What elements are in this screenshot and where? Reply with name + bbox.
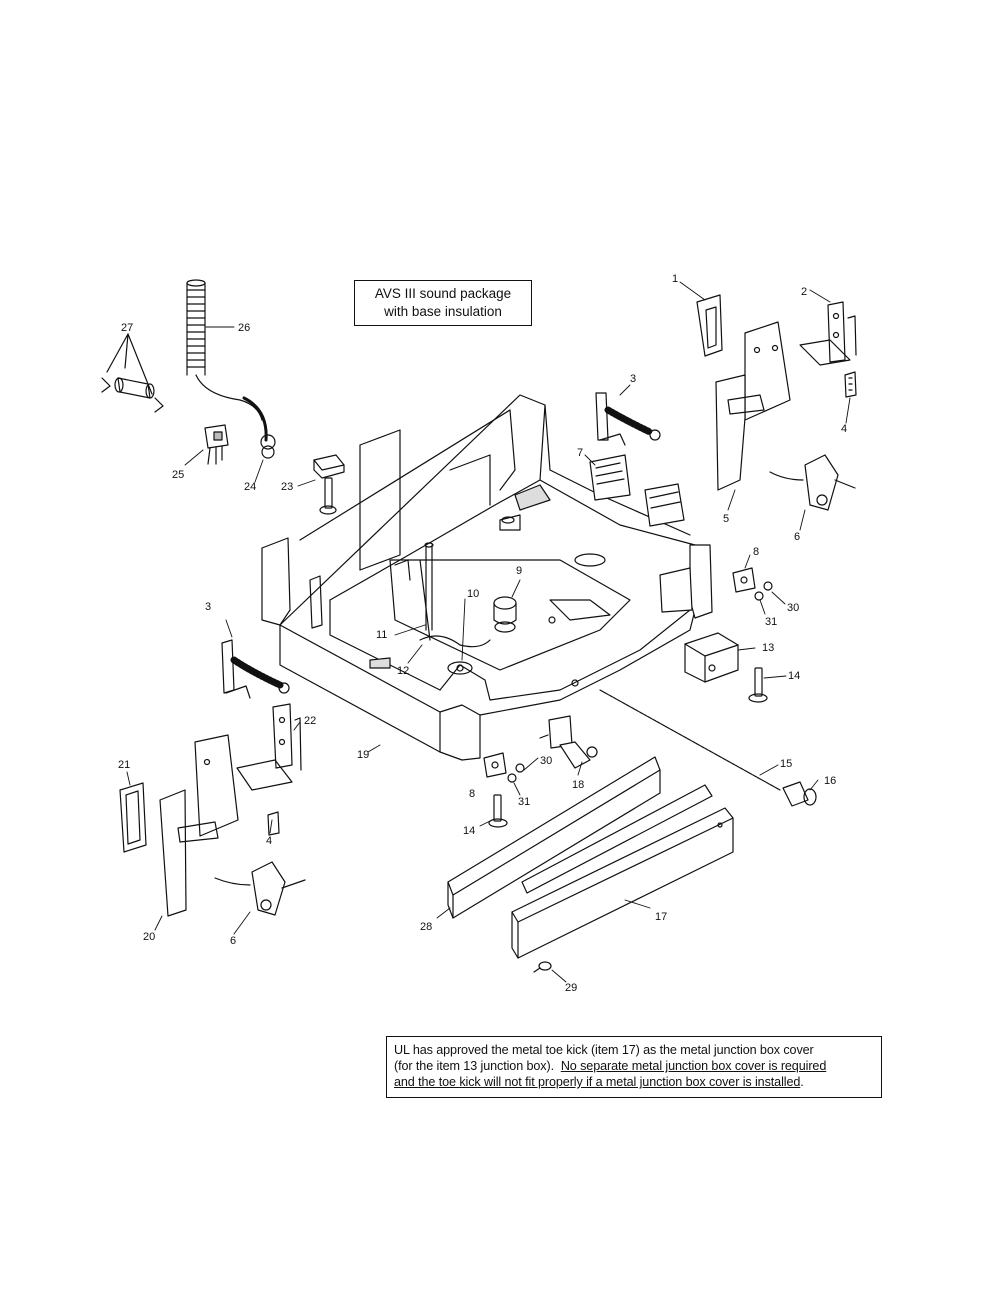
ul-note-line-3-period: . — [800, 1075, 804, 1089]
leader-lines — [126, 281, 851, 983]
bracket-21 — [119, 782, 147, 853]
hinge-arm-22 — [236, 703, 302, 791]
label-10: 10 — [467, 588, 479, 600]
ul-note-line-1: UL has approved the metal toe kick (item… — [394, 1043, 814, 1057]
label-18: 18 — [572, 779, 584, 791]
avs-sound-package-note: AVS III sound package with base insulati… — [354, 280, 532, 326]
ul-approval-note: UL has approved the metal toe kick (item… — [386, 1036, 882, 1098]
hose-clamps — [101, 333, 164, 413]
label-14-left: 14 — [463, 825, 475, 837]
junction-box-13 — [684, 632, 739, 683]
terminal-block-7 — [589, 454, 685, 527]
label-20: 20 — [143, 931, 155, 943]
label-16: 16 — [824, 775, 836, 787]
label-2: 2 — [801, 286, 807, 298]
spring-upper — [595, 392, 661, 446]
label-23: 23 — [281, 481, 293, 493]
label-9: 9 — [516, 565, 522, 577]
label-6-right: 6 — [794, 531, 800, 543]
ul-note-line-2-plain: (for the item 13 junction box). — [394, 1059, 554, 1073]
hinge-arm-2 — [799, 301, 857, 366]
label-5: 5 — [723, 513, 729, 525]
leveling-leg-right — [748, 667, 768, 703]
bracket-8-right — [732, 567, 773, 601]
label-27: 27 — [121, 322, 133, 334]
label-1: 1 — [672, 273, 678, 285]
bracket-23 — [313, 454, 345, 515]
ul-note-line-2-underlined: No separate metal junction box cover is … — [560, 1059, 827, 1073]
avs-note-line-2: with base insulation — [384, 304, 502, 319]
clip-25 — [204, 424, 229, 465]
part-number-labels: 1 2 3 4 5 6 7 8 9 10 11 12 13 14 15 16 1… — [118, 273, 847, 994]
label-4-right: 4 — [841, 423, 847, 435]
label-21: 21 — [118, 759, 130, 771]
label-6-left: 6 — [230, 935, 236, 947]
ul-note-line-2: (for the item 13 junction box). No separ… — [394, 1058, 881, 1074]
drain-hose — [186, 279, 276, 450]
hinge-plate-20 — [159, 734, 239, 917]
label-12: 12 — [397, 665, 409, 677]
label-4-left: 4 — [266, 835, 272, 847]
door-hinge-6-left — [214, 861, 306, 916]
bracket-1 — [696, 294, 723, 357]
label-13: 13 — [762, 642, 774, 654]
spring-lower — [221, 639, 290, 699]
label-28: 28 — [420, 921, 432, 933]
label-14-right: 14 — [788, 670, 800, 682]
fitting-16 — [782, 781, 817, 807]
label-22: 22 — [304, 715, 316, 727]
label-8-left: 8 — [469, 788, 475, 800]
toe-kick-28 — [447, 756, 661, 919]
ul-note-line-3: and the toe kick will not fit properly i… — [394, 1074, 881, 1090]
label-3-lower: 3 — [205, 601, 211, 613]
label-31-left: 31 — [518, 796, 530, 808]
base-tub — [261, 394, 713, 761]
toe-kick-17 — [511, 784, 734, 959]
bracket-8-left — [483, 752, 525, 783]
label-24: 24 — [244, 481, 256, 493]
label-17: 17 — [655, 911, 667, 923]
spring-4-left — [267, 811, 280, 836]
label-3-upper: 3 — [630, 373, 636, 385]
label-7: 7 — [577, 447, 583, 459]
label-26: 26 — [238, 322, 250, 334]
label-19: 19 — [357, 749, 369, 761]
label-8-right: 8 — [753, 546, 759, 558]
rod-15 — [599, 689, 781, 791]
door-hinge-6-right — [769, 454, 856, 511]
label-30-left: 30 — [540, 755, 552, 767]
label-11: 11 — [376, 629, 387, 641]
label-30-right: 30 — [787, 602, 799, 614]
label-29: 29 — [565, 982, 577, 994]
label-31-right: 31 — [765, 616, 777, 628]
label-15: 15 — [780, 758, 792, 770]
avs-note-line-1: AVS III sound package — [374, 286, 512, 301]
screw-29 — [533, 961, 552, 973]
spring-4-right — [844, 371, 857, 398]
hinge-plate-5 — [715, 321, 791, 491]
valve-18 — [539, 715, 598, 769]
plug-24 — [261, 445, 275, 459]
label-25: 25 — [172, 469, 184, 481]
ul-note-line-3-underlined: and the toe kick will not fit properly i… — [394, 1075, 801, 1089]
leveling-leg-left — [488, 794, 508, 828]
